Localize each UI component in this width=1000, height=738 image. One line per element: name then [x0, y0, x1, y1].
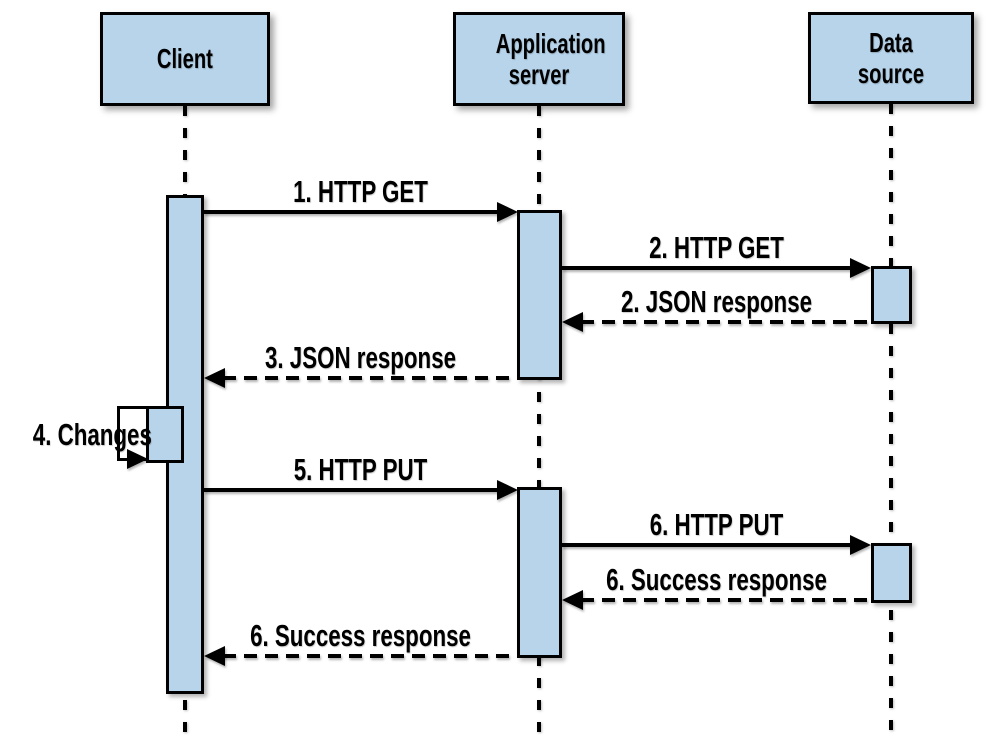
message-7-line	[562, 543, 851, 547]
message-6-line	[204, 488, 498, 492]
actor-client: Client	[100, 12, 270, 106]
message-2-line	[562, 266, 851, 270]
message-1-arrowhead	[497, 202, 518, 222]
message-5-arrowhead	[127, 449, 148, 469]
application-server-activation-1	[517, 210, 562, 380]
message-3-label: 2. JSON response	[620, 284, 813, 319]
data-source-activation-2	[871, 543, 912, 603]
data-source-activation-1	[871, 266, 912, 324]
message-1-line	[204, 210, 498, 214]
application-server-activation-2	[517, 487, 562, 658]
message-7-label: 6. HTTP PUT	[649, 507, 784, 542]
message-4-arrowhead	[204, 368, 225, 388]
message-2-label: 2. HTTP GET	[649, 230, 784, 265]
application-server-lifeline	[537, 106, 541, 738]
message-3-arrowhead	[562, 312, 583, 332]
data-source-lifeline	[889, 104, 893, 738]
message-1-label: 1. HTTP GET	[293, 174, 428, 209]
message-4-line	[223, 376, 517, 380]
message-4-label: 3. JSON response	[264, 340, 457, 375]
message-7-arrowhead	[850, 535, 871, 555]
message-6-label: 5. HTTP PUT	[293, 452, 428, 487]
message-8-label: 6. Success response	[606, 562, 827, 597]
message-2-arrowhead	[850, 258, 871, 278]
message-3-line	[581, 320, 871, 324]
actor-application-server-label: Application server	[495, 27, 606, 90]
actor-data-source: Data source	[808, 12, 974, 104]
actor-application-server: Application server	[453, 12, 625, 106]
client-changes-activation	[146, 406, 184, 463]
message-9-line	[223, 654, 517, 658]
message-9-arrowhead	[204, 646, 225, 666]
message-9-label: 6. Success response	[250, 618, 471, 653]
message-8-arrowhead	[562, 590, 583, 610]
message-5-label: 4. Changes	[32, 417, 152, 452]
actor-data-source-label: Data source	[857, 26, 925, 89]
actor-client-label: Client	[156, 43, 214, 75]
message-6-arrowhead	[497, 480, 518, 500]
message-8-line	[581, 598, 871, 602]
